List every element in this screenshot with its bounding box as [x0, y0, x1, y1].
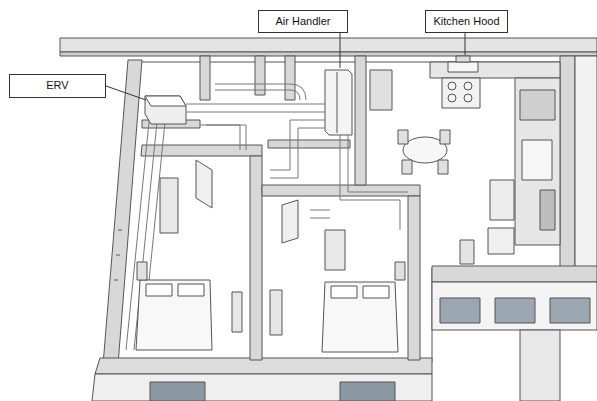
- callout-label: Kitchen Hood: [433, 15, 499, 28]
- callout-box: Kitchen Hood: [425, 10, 508, 33]
- callout-label: Air Handler: [275, 15, 330, 28]
- callout-box: Air Handler: [258, 10, 348, 33]
- callout-box: ERV: [9, 74, 106, 98]
- callout-label: ERV: [46, 79, 68, 92]
